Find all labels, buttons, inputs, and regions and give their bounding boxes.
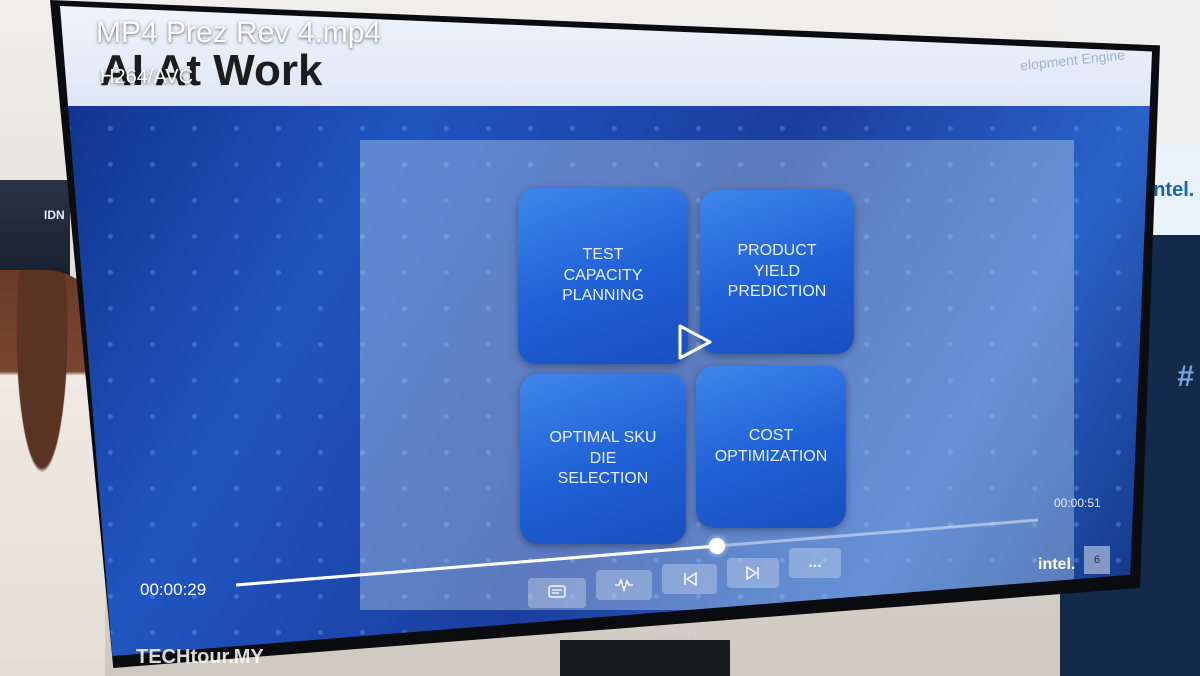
video-file-name: MP4 Prez Rev 4.mp4 [96,16,382,49]
tile-label: OPTIMAL SKU DIE SELECTION [549,428,657,488]
tv-stand [560,640,730,676]
slide-page-number: 6 [1084,546,1110,574]
booth-hash-sign: # [1177,360,1194,393]
skip-next-icon [746,566,759,580]
total-time: 00:00:51 [1054,496,1101,510]
skip-previous-icon [683,572,697,586]
tile-test-capacity-planning: TEST CAPACITY PLANNING [518,188,688,364]
next-button[interactable] [727,558,779,588]
previous-button[interactable] [662,564,717,594]
tile-label: PRODUCT YIELD PREDICTION [727,241,827,301]
tile-optimal-sku-die-selection: OPTIMAL SKU DIE SELECTION [520,374,686,544]
play-icon[interactable] [672,320,716,364]
audio-settings-button[interactable] [596,570,652,600]
seek-thumb[interactable] [709,538,726,554]
tv-brand-logo: Hisense [660,628,698,637]
more-options-button[interactable]: ... [789,548,841,578]
video-codec-label: H264/AVC [100,66,194,88]
waveform-icon [615,578,633,592]
subtitles-icon [548,585,566,598]
tile-label: COST OPTIMIZATION [714,427,828,465]
subtitles-button[interactable] [528,578,586,608]
current-time: 00:00:29 [140,580,207,599]
tile-label: TEST CAPACITY PLANNING [562,245,644,305]
tile-cost-optimization: COST OPTIMIZATION [696,366,846,528]
slide-title: AI At Work [100,46,323,95]
slide-intel-logo: intel. [1038,556,1076,573]
watermark-logo: TECHtour.MY [136,646,264,668]
tile-product-yield-prediction: PRODUCT YIELD PREDICTION [700,190,854,354]
left-booth-sign: IDN [44,208,65,222]
